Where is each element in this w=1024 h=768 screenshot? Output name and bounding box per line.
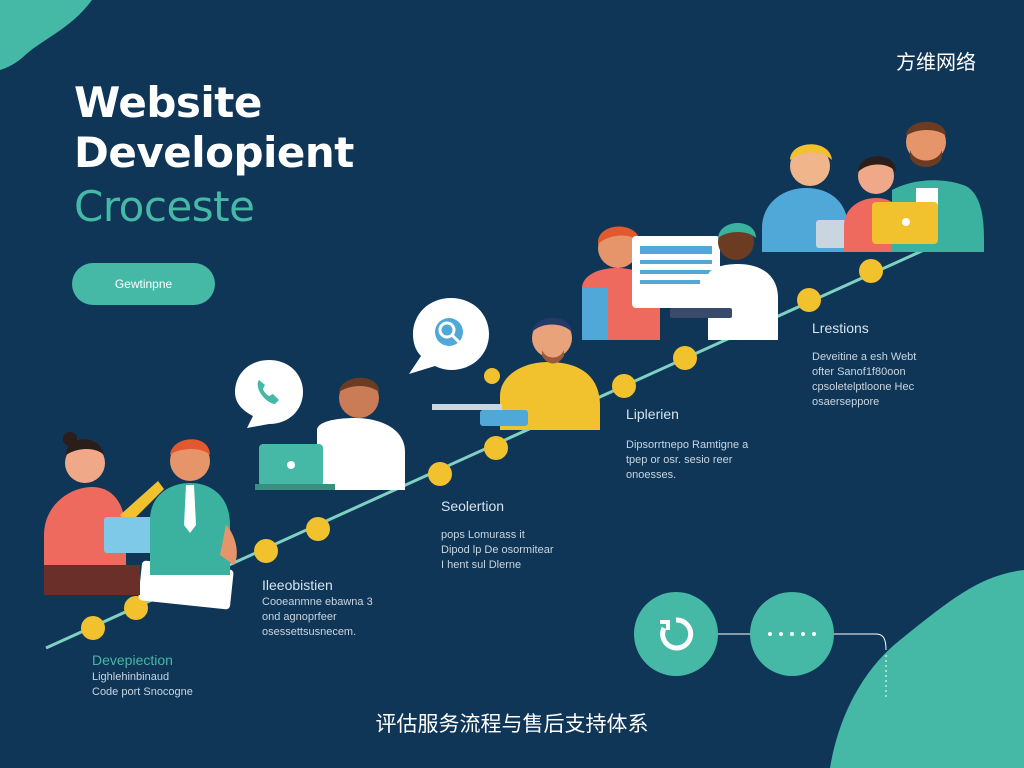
stage-5-description: Deveitine a esh Webt ofter Sanof1f80oon …: [812, 350, 916, 410]
stage-2-description: Cooeanmne ebawna 3 ond agnoprfeer osesse…: [262, 595, 373, 640]
more-dots-icon: [768, 632, 816, 636]
stage-5-title: Lrestions: [812, 320, 869, 336]
stage-2-title: Ileeobistien: [262, 577, 333, 593]
timeline-node: [673, 346, 697, 370]
bottom-right-blob: [830, 570, 1024, 768]
phone-bubble: [233, 358, 305, 430]
stage-1-line: Code port Snocogne: [92, 686, 193, 698]
connector-horizontal: [718, 633, 887, 651]
stage-2-line: Cooeanmne ebawna 3: [262, 596, 373, 608]
stage-5-line: cpsoletelptloone Hec: [812, 381, 915, 393]
stage-5-line: Deveitine a esh Webt: [812, 351, 917, 363]
phone-icon: [235, 360, 303, 428]
stage-4-description: Dipsorrtnepo Ramtigne a tpep or osr. ses…: [626, 438, 748, 483]
stage-4-line: Dipsorrtnepo Ramtigne a: [626, 439, 749, 451]
timeline-node: [254, 539, 278, 563]
stage-3-title: Seolertion: [441, 498, 505, 514]
title-line-2: Developient: [74, 128, 354, 177]
search-bubble: [407, 296, 491, 376]
team-illustration-2: [255, 377, 405, 490]
stage-1-title: Devepiection: [92, 652, 173, 668]
stage-3-line: Dipod lp De osormitear: [441, 544, 554, 556]
stage-4-line: onoesses.: [626, 469, 677, 481]
title-line-3: Croceste: [74, 182, 255, 231]
timeline-node: [484, 436, 508, 460]
brand-name: 方维网络: [896, 50, 976, 74]
title-line-1: Website: [74, 78, 262, 127]
stage-2-line: ond agnoprfeer: [262, 611, 337, 623]
stage-1-description: Lighlehinbinaud Code port Snocogne: [92, 670, 193, 700]
timeline-node: [124, 596, 148, 620]
stage-1-line: Lighlehinbinaud: [92, 671, 170, 683]
caption: 评估服务流程与售后支持体系: [375, 712, 649, 736]
search-icon: [409, 298, 489, 374]
stage-4-title: Liplerien: [626, 406, 679, 422]
refresh-icon: [660, 617, 694, 651]
stage-5-line: ofter Sanof1f80oon: [812, 366, 906, 378]
timeline-node: [306, 517, 330, 541]
refresh-button[interactable]: [634, 592, 718, 676]
timeline-node: [612, 374, 636, 398]
stage-3-description: pops Lomurass it Dipod lp De osormitear …: [441, 528, 554, 573]
timeline-node: [797, 288, 821, 312]
stage-3-line: pops Lomurass it: [441, 529, 525, 541]
team-illustration-1: [44, 432, 237, 610]
stage-3-line: I hent sul Dlerne: [441, 559, 522, 571]
timeline-node: [81, 616, 105, 640]
stage-4-line: tpep or osr. sesio reer: [626, 454, 733, 466]
stage-2-line: osessettsusnecem.: [262, 626, 357, 638]
get-started-button[interactable]: Gewtinpne: [72, 263, 215, 305]
more-button[interactable]: [750, 592, 834, 676]
team-illustration-3: [432, 317, 600, 430]
top-left-blob: [0, 0, 92, 70]
timeline-node: [859, 259, 883, 283]
timeline-node: [428, 462, 452, 486]
team-illustration-4: [582, 223, 778, 340]
team-illustration-5: [762, 121, 984, 252]
stage-5-line: osaerseppore: [812, 396, 880, 408]
